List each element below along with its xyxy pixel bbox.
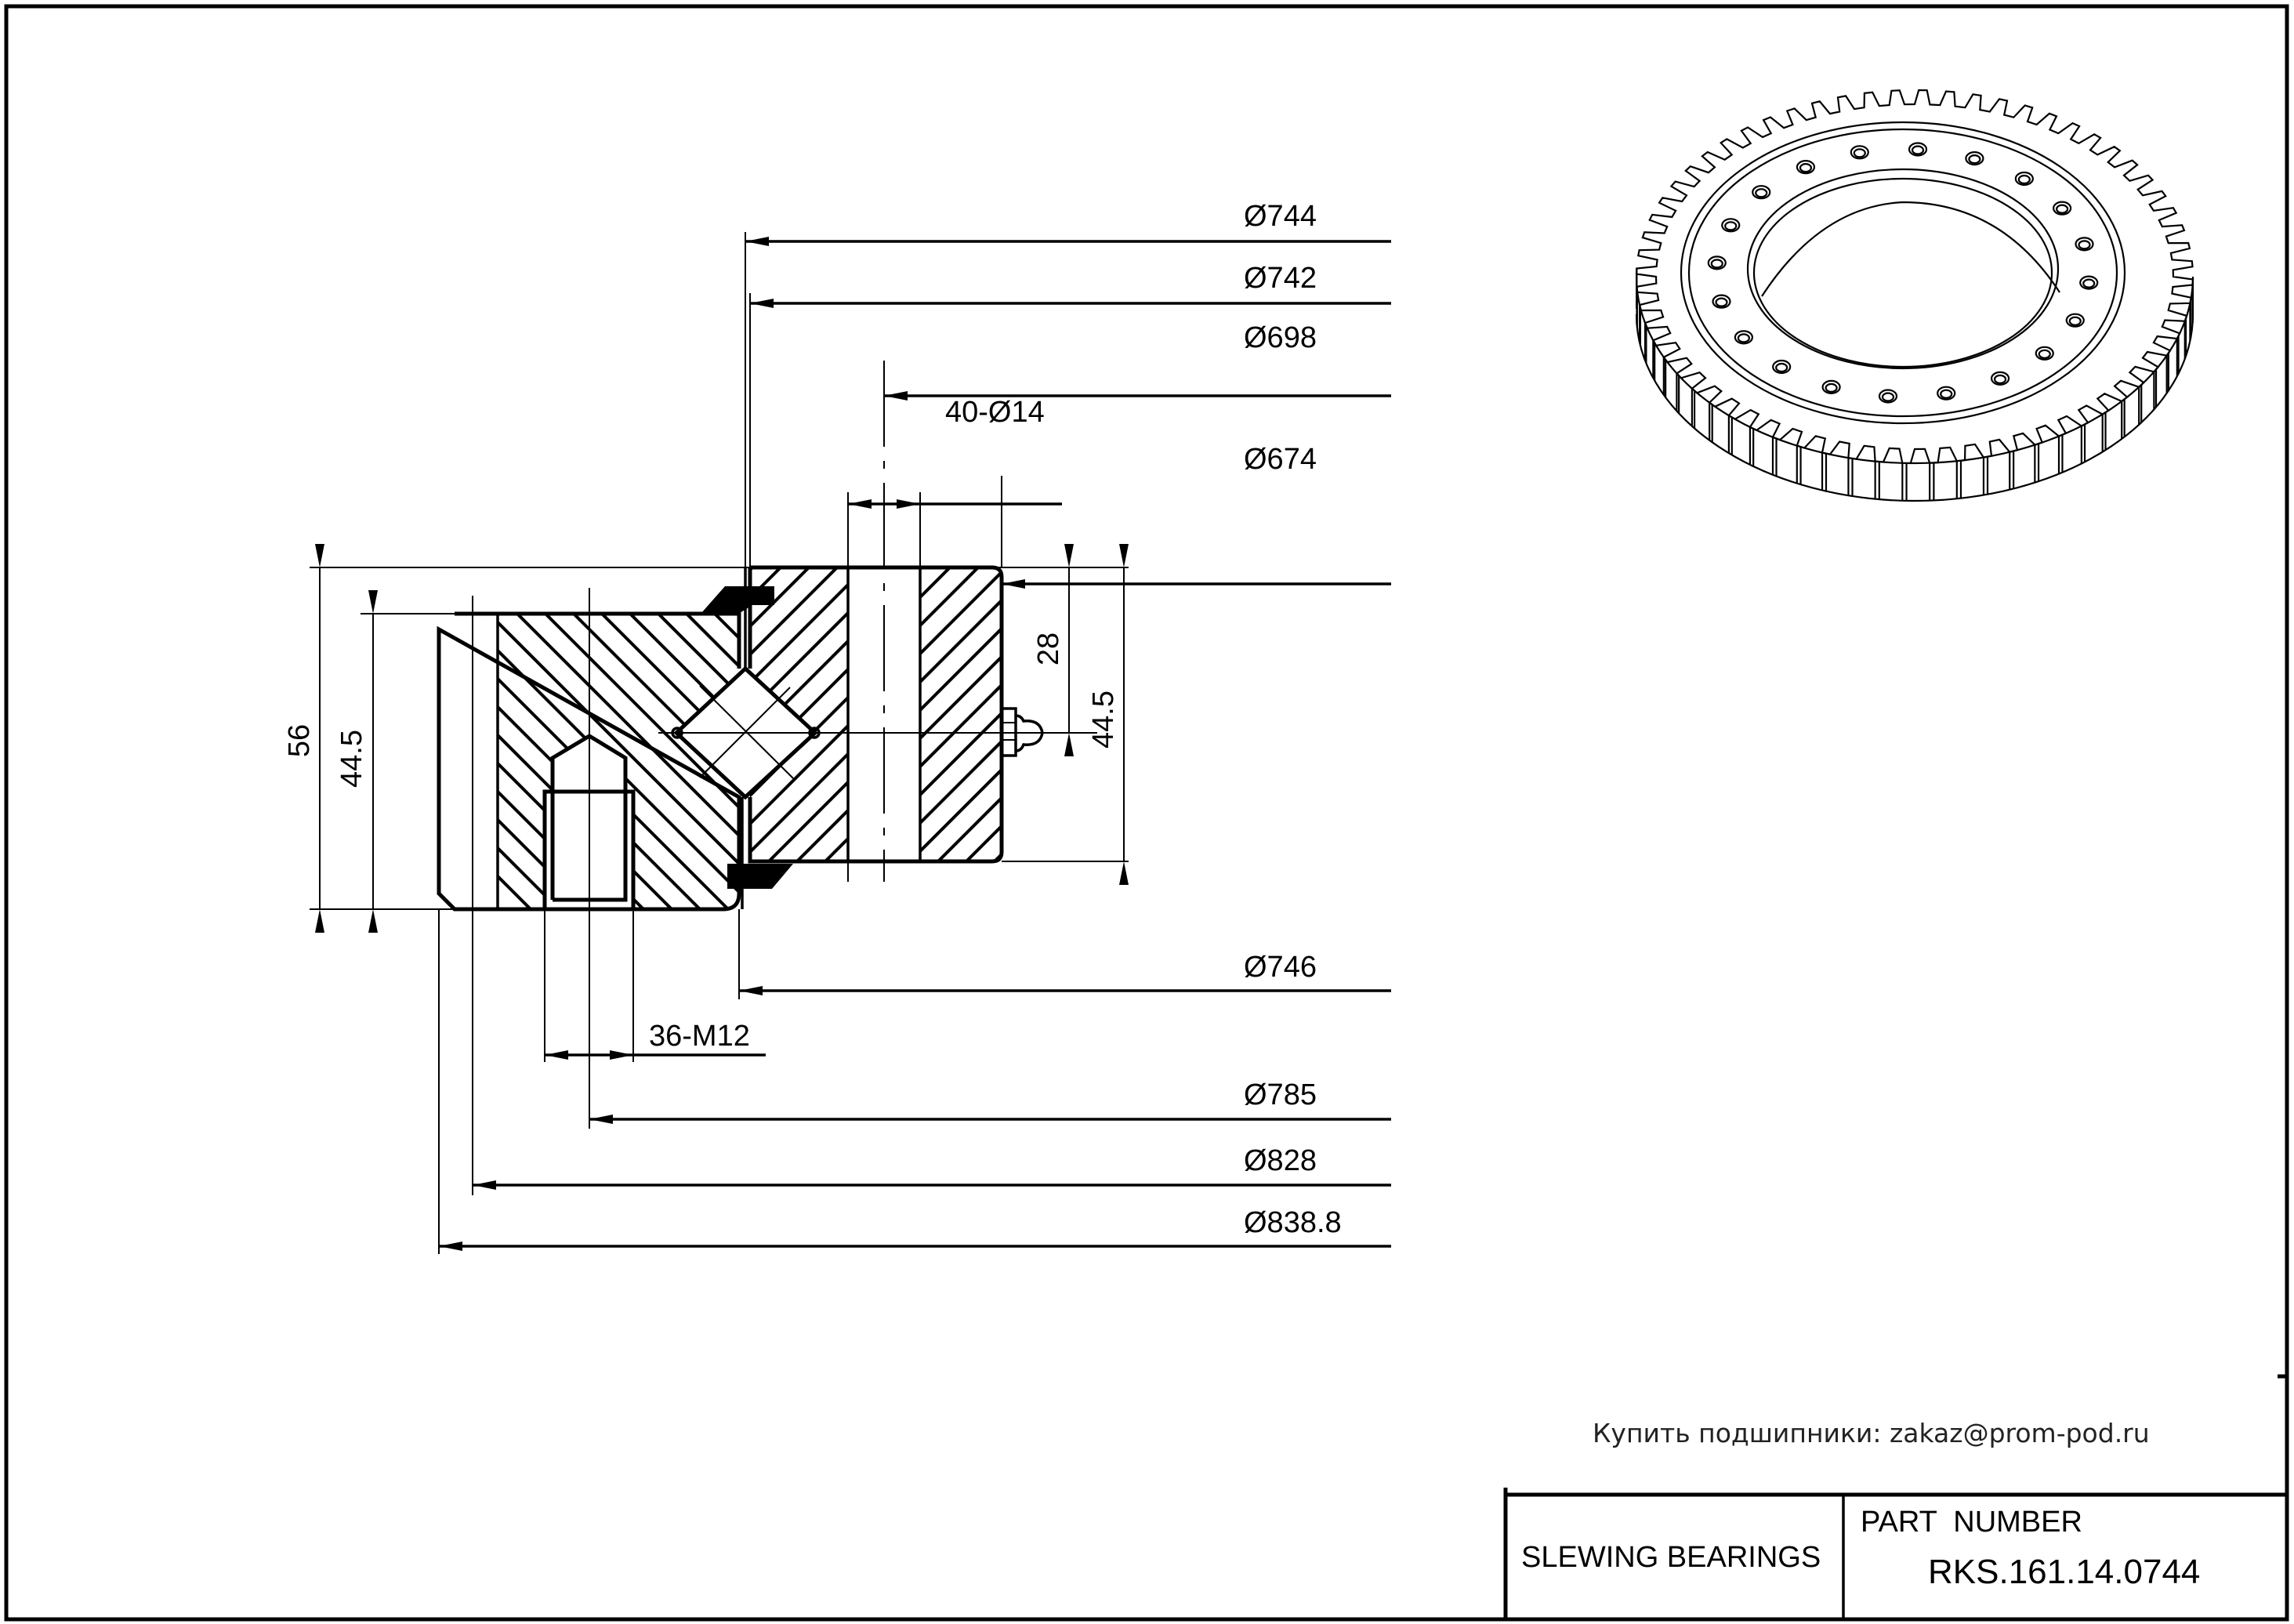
outer-ring-face-strip <box>440 615 498 908</box>
drilled-hole <box>550 734 628 902</box>
slewing-bearing-isometric-view <box>1635 89 2194 502</box>
lower-seal <box>727 864 793 889</box>
hatch-line <box>752 143 1693 1084</box>
inner-ring-edge-2 <box>1752 177 2053 368</box>
bolt-hole <box>1908 142 1928 157</box>
hatch-line <box>1094 176 1878 959</box>
title-block: SLEWING BEARINGS PART NUMBER RKS.161.14.… <box>1503 1488 2287 1619</box>
hatch-line <box>920 567 1002 861</box>
bolt-hole <box>1712 294 1731 309</box>
bolt-hole-inner <box>2082 278 2096 288</box>
label-d828: Ø828 <box>1244 1144 1317 1177</box>
bolt-hole <box>2014 171 2034 187</box>
bolt-hole-inner <box>1968 154 1981 165</box>
bolt-hole <box>2075 237 2094 252</box>
bolt-hole-inner <box>1993 374 2007 384</box>
bore-inner-edge <box>1761 201 2060 297</box>
dimension-labels: Ø744 Ø742 Ø698 40-Ø14 Ø674 Ø746 36-M12 Ø… <box>283 200 1342 1239</box>
label-d674: Ø674 <box>1244 443 1317 476</box>
hatch-line <box>666 614 739 909</box>
label-d742: Ø742 <box>1244 262 1317 295</box>
bolt-hole-inner <box>1724 221 1738 231</box>
hatch-line <box>610 614 739 909</box>
outer-ring-outline <box>437 611 741 912</box>
bolt-hole-inner <box>2038 349 2051 359</box>
bolt-hole <box>1990 371 2010 386</box>
bolt-hole-inner <box>1853 148 1866 158</box>
label-d746: Ø746 <box>1244 951 1317 984</box>
part-number-value: RKS.161.14.0744 <box>1928 1553 2200 1591</box>
hatch-line <box>694 614 739 909</box>
inner-ring-edge <box>1746 168 2060 370</box>
bolt-hole-inner <box>2017 174 2031 185</box>
bolt-hole-inner <box>1940 389 1953 399</box>
label-445-left: 44.5 <box>335 730 368 788</box>
bearing-cross-section <box>310 143 1878 1254</box>
hatch-line <box>750 567 848 861</box>
bolt-hole <box>1707 256 1727 270</box>
hatch-line <box>1038 176 1821 959</box>
bolt-hole-inner <box>1755 188 1768 198</box>
purchase-note: Купить подшипники: zakaz@prom-pod.ru <box>1593 1418 2150 1448</box>
outer-ring-face <box>1680 121 2126 425</box>
label-d838: Ø838.8 <box>1244 1206 1342 1239</box>
hatch-line <box>638 614 739 909</box>
bolt-hole <box>2035 346 2054 361</box>
bolt-hole <box>1721 218 1741 233</box>
hatch-line <box>750 567 848 861</box>
part-number-label: PART NUMBER <box>1861 1506 2082 1539</box>
bolt-hole-inner <box>2078 240 2091 250</box>
bolt-hole-inner <box>1911 145 1925 155</box>
bolt-hole-inner <box>2056 204 2069 214</box>
bolt-hole <box>1734 330 1753 345</box>
bolt-hole <box>1937 386 1956 401</box>
label-m12: 36-M12 <box>649 1020 750 1053</box>
dimension-lines <box>315 237 1391 1251</box>
upper-seal <box>701 586 774 613</box>
outer-ring-face-inner <box>1687 128 2118 418</box>
bolt-hole <box>1772 359 1792 375</box>
hatch-line <box>723 614 739 909</box>
label-d698: Ø698 <box>1244 321 1317 354</box>
hatch-line <box>920 567 1002 861</box>
bolt-hole <box>1965 151 1984 166</box>
bolt-hole-inner <box>1799 163 1813 173</box>
bolt-hole <box>1878 389 1898 404</box>
hatch-line <box>920 567 1002 861</box>
bolt-hole <box>2065 313 2085 328</box>
label-28: 28 <box>1032 633 1065 665</box>
inner-ring-hatching-b <box>920 176 1878 959</box>
bolt-hole <box>1752 185 1771 200</box>
bolt-hole <box>1850 145 1869 160</box>
bolt-hole <box>2079 275 2099 290</box>
bolt-hole-inner <box>1775 362 1788 373</box>
gear-bottom-edge <box>1635 276 2194 502</box>
bolt-hole-inner <box>1825 382 1838 393</box>
hatch-line <box>1066 176 1850 959</box>
bolt-hole-inner <box>1715 297 1728 307</box>
title-category: SLEWING BEARINGS <box>1521 1541 1821 1574</box>
label-d785: Ø785 <box>1244 1078 1317 1111</box>
bolt-hole <box>1821 379 1841 394</box>
gear-teeth-top <box>1635 89 2194 465</box>
inner-ring-hatching <box>750 176 1878 959</box>
bolt-hole-inner <box>1881 392 1895 402</box>
roller <box>673 665 818 800</box>
bolt-hole <box>2053 201 2072 216</box>
bolt-hole <box>1796 160 1816 175</box>
bolt-hole-inner <box>1710 259 1723 269</box>
hatch-line <box>1094 176 1878 959</box>
label-56: 56 <box>283 724 316 757</box>
hatch-line <box>750 567 848 861</box>
bolt-hole-inner <box>2068 316 2082 326</box>
label-d14: 40-Ø14 <box>945 396 1045 429</box>
label-d744: Ø744 <box>1244 200 1317 233</box>
drawing-frame <box>4 4 2289 1622</box>
label-445-right: 44.5 <box>1087 691 1120 749</box>
hatch-line <box>1066 176 1850 959</box>
outer-ring-hatching <box>439 143 1693 1084</box>
hatch-line <box>1038 176 1821 959</box>
bolt-hole-inner <box>1737 333 1750 343</box>
